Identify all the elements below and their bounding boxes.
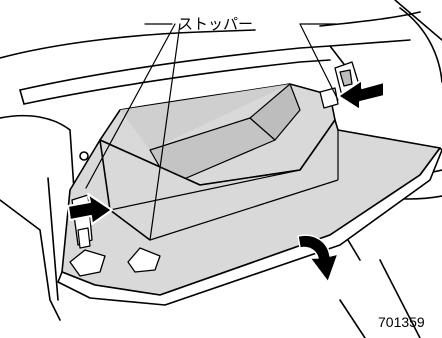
glovebox-tray [57, 83, 442, 306]
figure-number: 701359 [378, 314, 425, 330]
push-arrow-right-icon [337, 79, 385, 111]
push-arrow-left-icon [67, 193, 113, 225]
stopper-callout-label: ストッパー [178, 15, 253, 33]
callout-leader-lines [85, 23, 339, 241]
open-direction-arrow-icon [297, 234, 339, 283]
glovebox-lid-edge [57, 147, 442, 306]
